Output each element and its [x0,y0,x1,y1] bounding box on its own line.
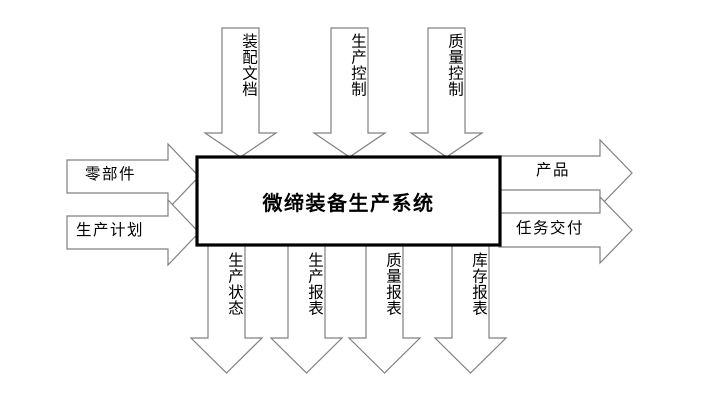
main-system-box [195,155,502,247]
arrow-output-inventory-report [433,244,508,374]
arrow-control-production [312,27,387,158]
page-title: 微缔装备生产系统 [262,192,435,215]
arrow-output-production-status [189,244,264,374]
arrow-control-quality [409,27,484,158]
arrow-input-parts [66,142,200,211]
arrow-control-assembly-doc [203,27,278,158]
arrow-output-quality-report [347,244,422,374]
arrow-output-product [498,138,633,208]
arrow-input-production-plan [66,198,200,267]
arrow-output-production-report [269,244,344,374]
arrow-output-task-delivery [498,195,633,265]
